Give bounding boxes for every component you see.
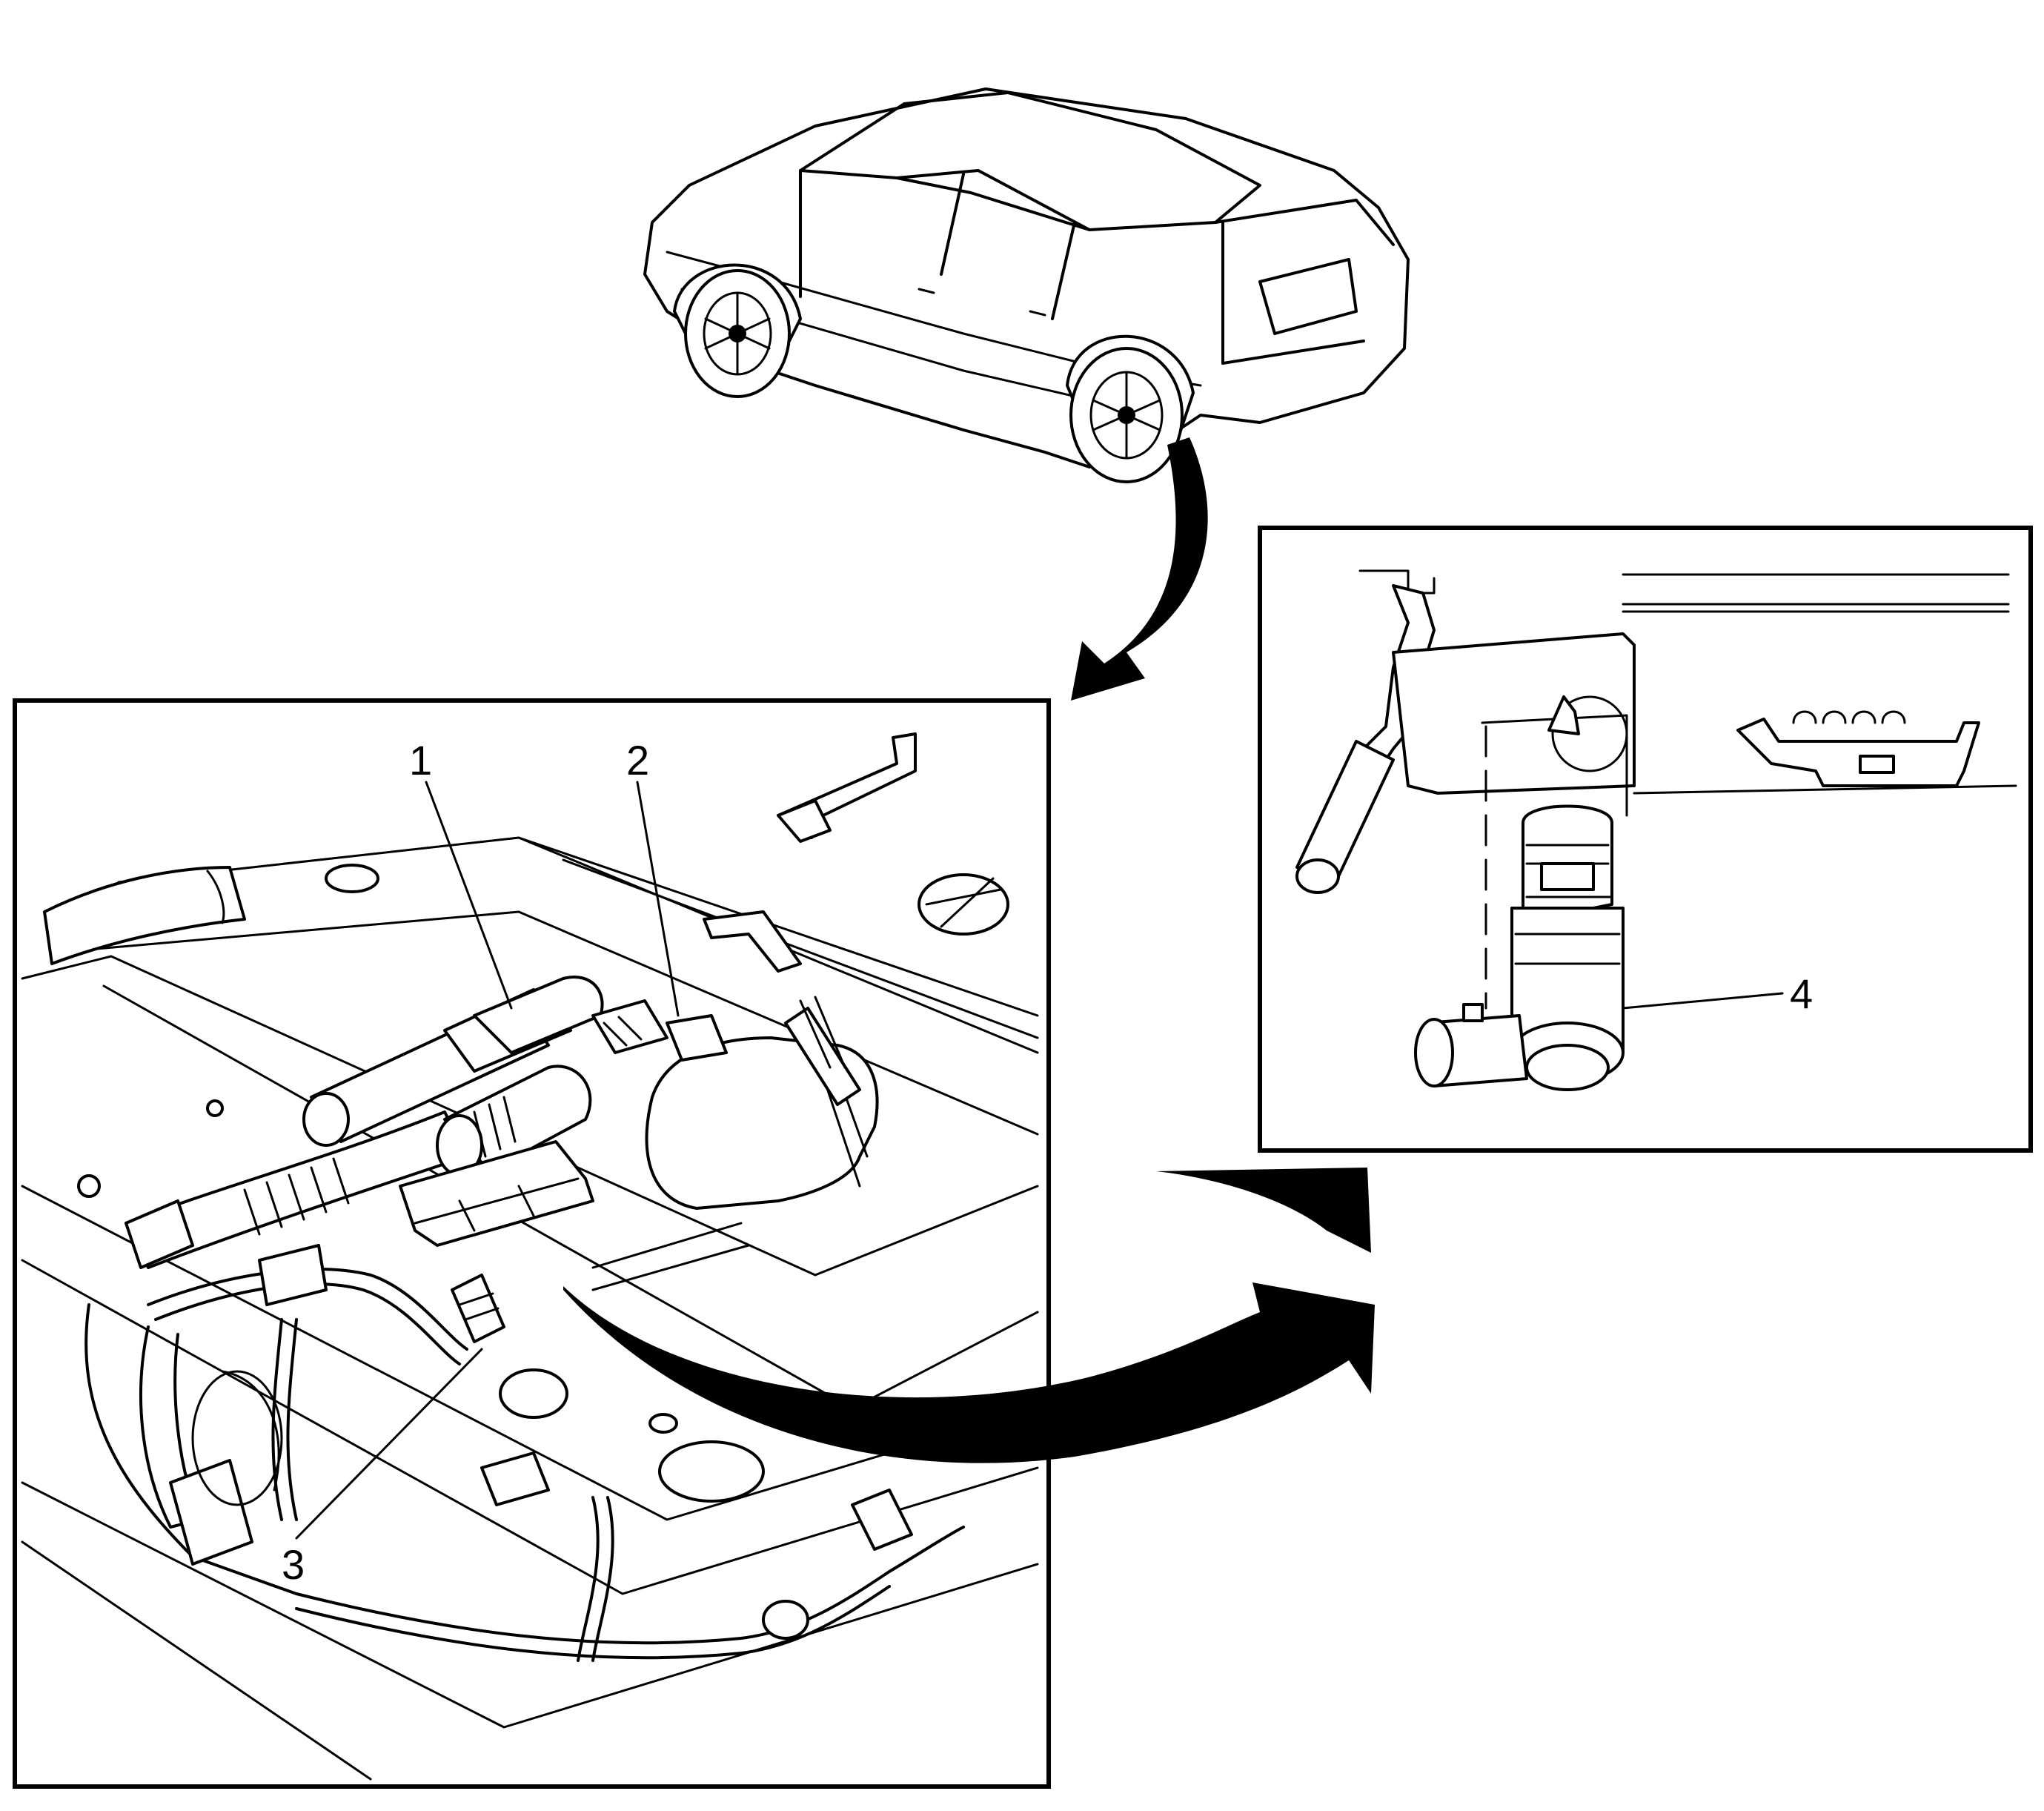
sensor-detail-inset <box>1258 526 2033 1153</box>
transfer-arrow-icon <box>563 1282 1375 1463</box>
location-arrow-icon <box>1071 437 1208 701</box>
callout-2: 2 <box>626 737 649 784</box>
underbody-detail-view <box>13 698 1051 1789</box>
callout-3: 3 <box>282 1541 305 1588</box>
vehicle-illustration <box>643 87 1410 483</box>
callout-1: 1 <box>409 737 432 784</box>
callout-4: 4 <box>1790 970 1813 1017</box>
hose-corrugations <box>243 1157 350 1236</box>
